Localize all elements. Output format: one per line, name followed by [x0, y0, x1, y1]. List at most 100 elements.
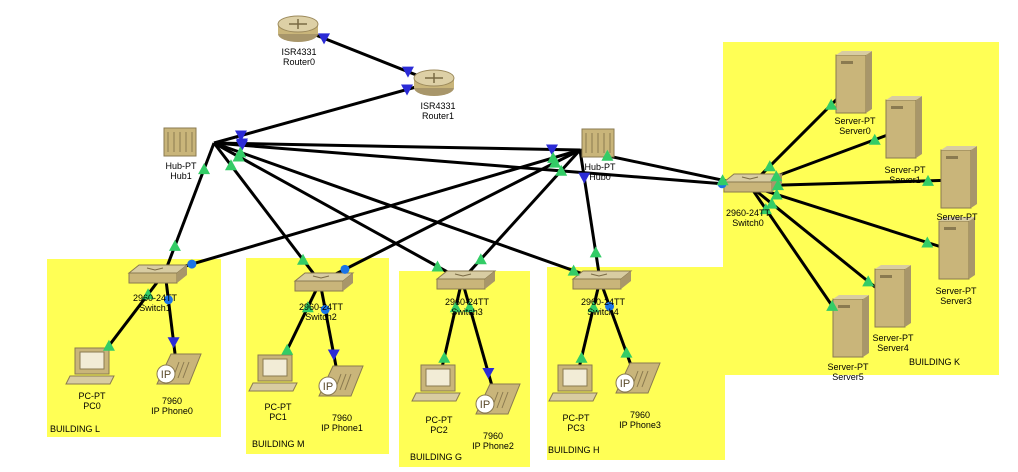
ip-badge: IP — [161, 369, 171, 381]
server-icon[interactable] — [832, 295, 869, 358]
device-name: IP Phone0 — [151, 406, 193, 416]
device-model: ISR4331 — [420, 101, 456, 111]
link-up-marker — [759, 203, 772, 215]
ip-phone-icon[interactable]: IP — [318, 365, 364, 397]
link-line — [318, 281, 341, 383]
server-icon[interactable] — [938, 217, 975, 280]
link-line — [164, 148, 581, 274]
server-icon[interactable] — [835, 51, 872, 114]
device-name: Router1 — [421, 111, 455, 121]
link-line — [749, 184, 955, 253]
link-up-marker — [431, 260, 444, 272]
pc-icon[interactable] — [548, 364, 598, 402]
device-model: ISR4331 — [281, 47, 317, 57]
link-line — [319, 148, 581, 284]
link-up-marker — [921, 236, 934, 248]
switch-icon[interactable] — [571, 270, 633, 290]
device-model: 7960 — [482, 431, 504, 441]
device-name: IP Phone1 — [321, 423, 363, 433]
device-name: Router0 — [282, 57, 316, 67]
device-name: Server4 — [877, 343, 909, 353]
device-name: IP Phone2 — [472, 441, 514, 451]
device-model: 2960-24TT — [132, 293, 178, 303]
ip-badge: IP — [323, 381, 333, 393]
switch-icon[interactable] — [127, 264, 189, 284]
building-label: BUILDING H — [548, 445, 600, 455]
link-down-marker — [546, 144, 559, 156]
link-line — [749, 178, 957, 188]
switch-icon[interactable] — [293, 272, 355, 292]
link-up-marker — [862, 275, 875, 287]
device-model: 7960 — [331, 413, 353, 423]
device-model: 2960-24TT — [580, 297, 626, 307]
link-line — [213, 141, 463, 282]
server-icon[interactable] — [940, 146, 977, 209]
link-up-marker — [567, 264, 580, 276]
server-icon[interactable] — [885, 96, 922, 159]
device-name: Server3 — [940, 296, 972, 306]
link-dot-marker — [320, 305, 330, 315]
link-line — [213, 141, 581, 152]
link-up-marker — [763, 160, 776, 172]
pc-icon[interactable] — [248, 354, 298, 392]
link-dot-marker — [187, 259, 197, 269]
ip-badge: IP — [480, 399, 490, 411]
link-up-marker — [463, 300, 476, 312]
device-name: Server1 — [889, 175, 921, 185]
device-model: 2960-24TT — [725, 208, 771, 218]
link-up-marker — [922, 174, 935, 186]
building-label: BUILDING M — [252, 439, 305, 449]
link-up-marker — [765, 197, 778, 209]
link-up-marker — [474, 253, 487, 265]
link-up-marker — [826, 299, 839, 311]
ip-phone-icon[interactable]: IP — [615, 362, 661, 394]
link-down-marker — [401, 66, 414, 78]
device-model: PC-PT — [562, 413, 590, 423]
link-up-marker — [198, 163, 211, 175]
link-up-marker — [770, 188, 783, 200]
device-model: PC-PT — [78, 391, 106, 401]
link-dot-marker — [163, 295, 173, 305]
link-line — [213, 141, 601, 282]
ip-phone-icon[interactable]: IP — [156, 353, 202, 385]
link-up-marker — [716, 174, 729, 186]
router-icon[interactable] — [413, 69, 455, 96]
pc-icon[interactable] — [411, 364, 461, 402]
device-model: Server-PT — [935, 286, 977, 296]
link-down-marker — [401, 84, 414, 96]
router-icon[interactable] — [277, 15, 319, 42]
pc-icon[interactable] — [65, 347, 115, 385]
link-down-marker — [318, 33, 331, 45]
link-line — [213, 80, 435, 145]
link-up-marker — [301, 301, 314, 313]
hub-icon[interactable] — [163, 127, 197, 157]
switch-icon[interactable] — [435, 270, 497, 290]
link-up-marker — [449, 301, 462, 313]
server-icon[interactable] — [874, 265, 911, 328]
link-line — [213, 141, 751, 188]
device-model: Server-PT — [834, 116, 876, 126]
ip-phone-icon[interactable]: IP — [475, 383, 521, 415]
link-line — [578, 149, 602, 281]
link-up-marker — [438, 351, 451, 363]
link-up-marker — [168, 239, 181, 251]
link-up-marker — [281, 343, 294, 355]
link-up-marker — [868, 133, 881, 145]
device-name: Server5 — [832, 372, 864, 382]
hub-icon[interactable] — [581, 128, 615, 158]
device-name: PC0 — [83, 401, 101, 411]
